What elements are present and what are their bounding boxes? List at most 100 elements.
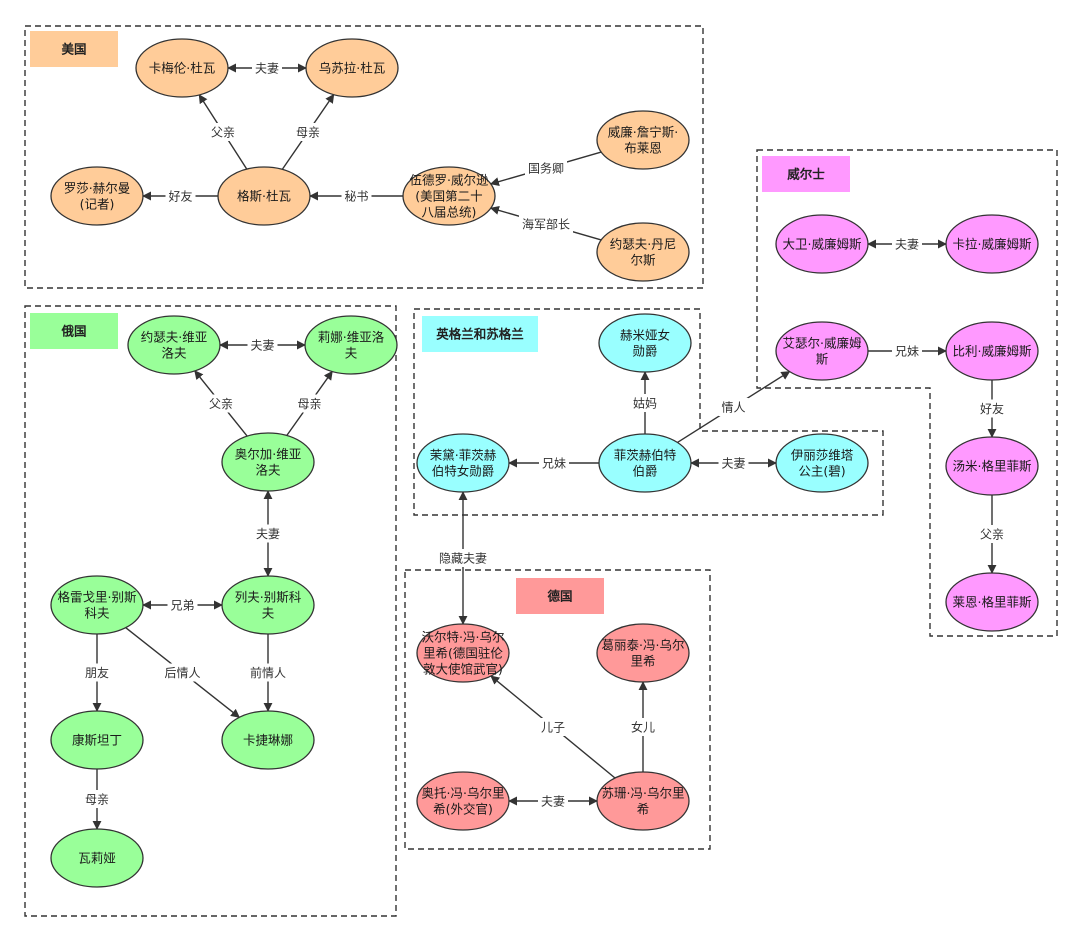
edge-fitz-herm: 姑妈 [630, 371, 660, 434]
node-ethel[interactable]: 艾瑟尔·威廉姆斯 [775, 321, 869, 381]
node-shape[interactable] [50, 710, 144, 770]
node-shape[interactable] [596, 623, 690, 683]
edge-label-bg [82, 790, 112, 808]
node-shape[interactable] [221, 575, 315, 635]
node-shape[interactable] [416, 433, 510, 493]
node-shape[interactable] [945, 436, 1039, 496]
node-shape[interactable] [50, 828, 144, 888]
node-label: 格雷戈里·别斯 [58, 590, 137, 605]
node-label: 里希(德国驻伦 [423, 646, 503, 661]
node-tommy[interactable]: 汤米·格里菲斯 [945, 436, 1039, 496]
node-kamila[interactable]: 卡梅伦·杜瓦 [135, 38, 229, 98]
edge-label-bg [165, 187, 196, 205]
node-label: 乌苏拉·杜瓦 [319, 61, 385, 76]
edge-label: 后情人 [164, 666, 200, 680]
node-shape[interactable] [305, 38, 399, 98]
edge-label: 好友 [980, 402, 1004, 416]
group-border [756, 149, 1058, 637]
group-label-box [30, 313, 118, 349]
edge-label-bg [294, 394, 325, 413]
edge-label-bg [293, 123, 323, 141]
node-shape[interactable] [945, 572, 1039, 632]
group-border [413, 308, 884, 516]
node-shape[interactable] [596, 222, 690, 282]
node-label: 康斯坦丁 [72, 733, 122, 748]
node-konstantin[interactable]: 康斯坦丁 [50, 710, 144, 770]
node-shape[interactable] [402, 166, 496, 226]
node-label: 苏珊·冯·乌尔里 [602, 786, 685, 801]
group-uk: 英格兰和苏格兰 [413, 308, 884, 516]
edge-joseph_v-lena_v: 夫妻 [219, 336, 306, 354]
node-shape[interactable] [598, 313, 692, 373]
node-shape[interactable] [945, 321, 1039, 381]
node-len[interactable]: 莱恩·格里菲斯 [945, 572, 1039, 632]
edge-label: 夫妻 [256, 527, 280, 541]
node-bryan[interactable]: 威廉·詹宁斯·布莱恩 [596, 110, 690, 170]
edge-label-bg [977, 525, 1007, 543]
edge-daniels-wilson: 海军部长 [489, 205, 602, 241]
node-label: (记者) [80, 197, 115, 212]
edge-label: 夫妻 [255, 62, 279, 76]
node-rosa[interactable]: 罗莎·赫尔曼(记者) [50, 166, 144, 226]
node-label: 伯爵 [632, 464, 657, 479]
edge-fitz-bea: 夫妻 [690, 454, 777, 472]
node-label: 奥托·冯·乌尔里 [422, 786, 505, 801]
group-label: 俄国 [60, 324, 86, 339]
node-label: 伯特女勋爵 [432, 464, 495, 479]
node-shape[interactable] [416, 771, 510, 831]
node-valya[interactable]: 瓦莉娅 [50, 828, 144, 888]
edge-label: 前情人 [250, 665, 286, 680]
edge-label: 兄妹 [895, 345, 919, 359]
edge-bryan-wilson: 国务卿 [489, 151, 602, 187]
node-shape[interactable] [416, 623, 510, 683]
node-label: 勋爵 [632, 344, 657, 359]
node-shape[interactable] [304, 315, 398, 375]
edge-label-bg [252, 59, 282, 77]
node-shape[interactable] [775, 433, 869, 493]
node-katerina[interactable]: 卡捷琳娜 [221, 710, 315, 770]
node-label: 敦大使馆武官) [423, 662, 503, 677]
node-shape[interactable] [945, 214, 1039, 274]
node-gus[interactable]: 格斯·杜瓦 [217, 166, 311, 226]
node-shape[interactable] [775, 321, 869, 381]
node-label: 比利·威廉姆斯 [953, 344, 1032, 359]
node-shape[interactable] [217, 166, 311, 226]
node-shape[interactable] [127, 315, 221, 375]
node-shape[interactable] [596, 110, 690, 170]
node-shape[interactable] [50, 166, 144, 226]
node-billy[interactable]: 比利·威廉姆斯 [945, 321, 1039, 381]
node-ursula[interactable]: 乌苏拉·杜瓦 [305, 38, 399, 98]
node-shape[interactable] [50, 575, 144, 635]
node-shape[interactable] [135, 38, 229, 98]
node-shape[interactable] [775, 214, 869, 274]
edge-olga-lena_v: 母亲 [286, 370, 333, 436]
node-shape[interactable] [598, 433, 692, 493]
node-shape[interactable] [221, 710, 315, 770]
edge-label-bg [892, 235, 922, 253]
node-david[interactable]: 大卫·威廉姆斯 [775, 214, 869, 274]
node-label: 约瑟夫·丹尼 [610, 237, 676, 252]
edge-label-bg [538, 792, 568, 810]
edge-label: 夫妻 [895, 238, 919, 252]
edge-grigori-konstantin: 朋友 [82, 634, 112, 712]
node-label: 洛夫 [255, 463, 281, 478]
node-shape[interactable] [596, 771, 690, 831]
node-shape[interactable] [221, 432, 315, 492]
node-cara[interactable]: 卡拉·威廉姆斯 [945, 214, 1039, 274]
edge-label-bg [161, 663, 204, 682]
